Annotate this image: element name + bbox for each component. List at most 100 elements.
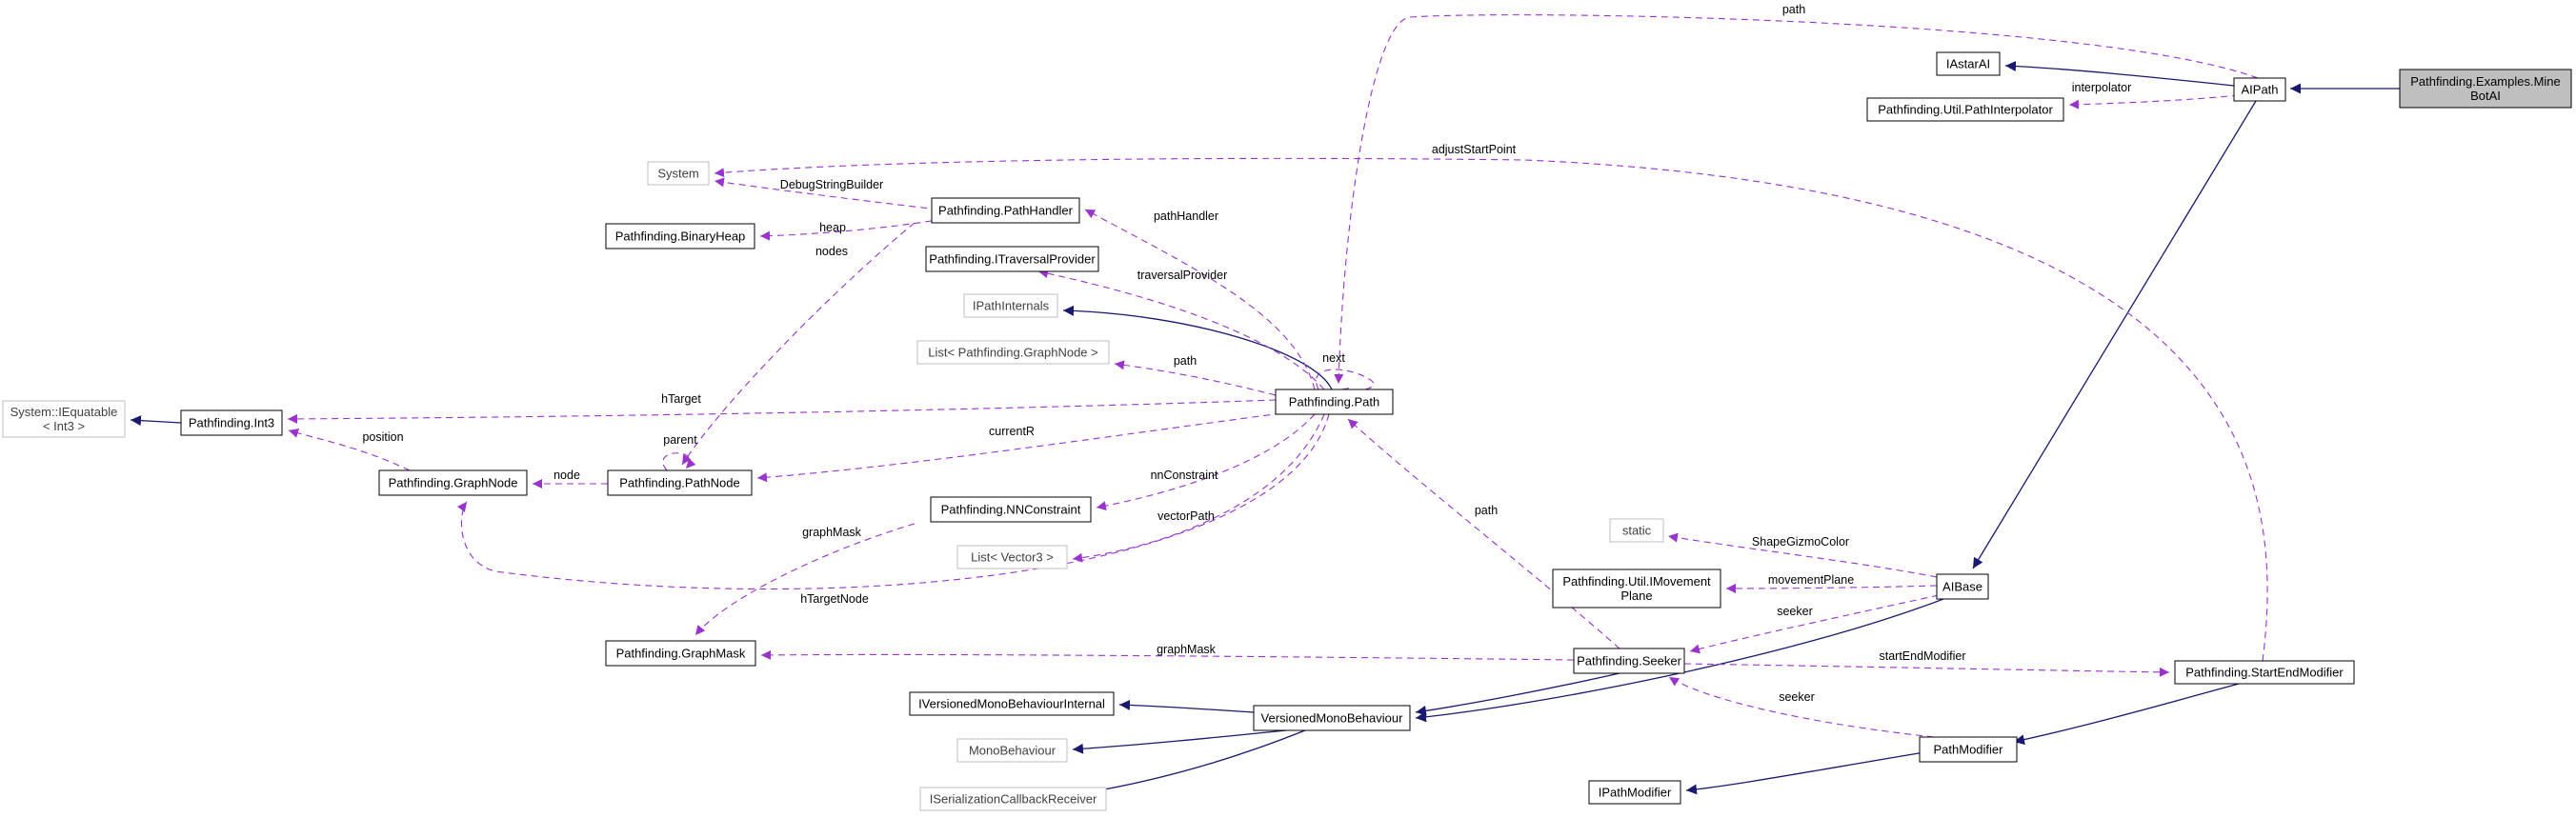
edge-label-path-nnconstraint: nnConstraint [1151,469,1218,482]
class-node-label: List< Vector3 > [971,550,1054,565]
edge-label-pathmodifier-seeker: seeker [1779,690,1815,704]
usage-edge-aibase-seeker [1689,594,1940,654]
class-node-label: Pathfinding.ITraversalProvider [929,252,1096,267]
edge-label-pathnode-graphnode: node [553,469,580,482]
usage-edge-path-pathhandler [1084,209,1316,390]
class-node-box [1253,705,1411,731]
class-node-box [605,223,755,249]
class-node-label: VersionedMonoBehaviour [1261,711,1404,726]
usage-edge-pathmodifier-seeker [1668,676,1935,738]
class-node-label: Pathfinding.StartEndModifier [2185,666,2344,680]
class-node-path[interactable]: Pathfinding.Path [1275,389,1394,415]
class-node-listgraphnode: List< Pathfinding.GraphNode > [916,340,1110,365]
class-node-aipath[interactable]: AIPath [2233,77,2286,102]
usage-edge-pathhandler-pathnode [681,222,916,466]
edge-label-startendmodifier-system: adjustStartPoint [1432,143,1517,156]
class-node-box [1275,389,1394,415]
class-node-pathhandler[interactable]: Pathfinding.PathHandler [931,197,1080,224]
class-node-label: IPathInternals [973,299,1050,313]
class-node-label: List< Pathfinding.GraphNode > [928,346,1098,360]
class-node-label: Pathfinding.BinaryHeap [615,229,746,244]
class-node-box [963,293,1058,318]
class-node-binaryheap[interactable]: Pathfinding.BinaryHeap [605,223,755,249]
usage-edge-aibase-imovementplane [1725,583,1938,593]
inheritance-edge-seeker-versionedmb [1415,672,1620,716]
class-node-graphmask[interactable]: Pathfinding.GraphMask [605,640,756,667]
class-node-box [2399,69,2572,109]
usage-edge-seeker-startendmodifier [1683,663,2170,677]
class-node-iscr: ISerializationCallbackReceiver [919,787,1107,811]
usage-edge-aipath-pathinterpolator [2068,94,2240,110]
class-node-graphnode[interactable]: Pathfinding.GraphNode [378,469,528,496]
class-node-label: Pathfinding.Int3 [189,416,274,430]
class-node-label: AIPath [2241,83,2278,97]
class-node-box [909,691,1115,716]
usage-edge-pathhandler-system [714,177,939,210]
class-node-ipathinternals: IPathInternals [963,293,1058,318]
class-node-box [1866,97,2064,122]
class-node-startendmodifier[interactable]: Pathfinding.StartEndModifier [2174,660,2355,685]
usage-edge-pathhandler-binaryheap [759,218,944,241]
class-node-box [916,340,1110,365]
class-node-seeker[interactable]: Pathfinding.Seeker [1573,648,1685,674]
usage-edge-path-listgraphnode [1114,360,1277,396]
inheritance-edge-pathmodifier-ipathmodifier [1685,751,1925,795]
class-node-iastarai[interactable]: IAstarAI [1936,51,2001,76]
class-node-itraversal[interactable]: Pathfinding.ITraversalProvider [925,246,1099,272]
class-node-pathinterpolator[interactable]: Pathfinding.Util.PathInterpolator [1866,97,2064,122]
edge-label-aibase-imovementplane: movementPlane [1768,573,1854,587]
inheritance-edge-path-ipathinternals [1062,305,1333,390]
class-node-box [378,469,528,496]
class-node-box [1936,51,2001,76]
usage-edge-aibase-static [1667,532,1938,578]
edge-label-aipath-pathinterpolator: interpolator [2072,81,2132,94]
usage-edge-aipath-path [1334,14,2259,385]
edge-label-aipath-path: path [1782,3,1805,16]
usage-edge-seeker-graphmask [760,649,1575,661]
edge-label-pathhandler-system: DebugStringBuilder [780,178,883,191]
class-node-label: Pathfinding.Util.PathInterpolator [1878,103,2053,117]
class-node-label: IAstarAI [1946,57,1990,71]
edge-label-pathhandler-binaryheap: heap [819,221,846,234]
class-node-ivmbinternal[interactable]: IVersionedMonoBehaviourInternal [909,691,1115,716]
class-node-pathnode[interactable]: Pathfinding.PathNode [607,469,753,496]
class-node-iequatable: System::IEquatable< Int3 > [2,400,126,438]
class-node-label: ISerializationCallbackReceiver [930,792,1097,807]
class-node-label: System::IEquatable< Int3 > [10,405,118,433]
usage-edge-seeker-path [1347,418,1620,649]
inheritance-edge-versionedmb-ivmbinternal [1118,699,1268,714]
class-node-label: Pathfinding.GraphMask [616,647,746,661]
class-node-label: Pathfinding.PathNode [619,476,739,490]
class-node-versionedmb[interactable]: VersionedMonoBehaviour [1253,705,1411,731]
class-node-pathmodifier[interactable]: PathModifier [1919,736,2018,763]
usage-edge-startendmodifier-system [714,157,2268,662]
class-node-static: static [1609,518,1664,543]
class-node-aibase[interactable]: AIBase [1936,573,1989,600]
usage-edge-path-listvector3 [1072,413,1325,563]
inheritance-edge-versionedmb-monobehaviour [1072,729,1287,754]
inheritance-edge-int3-iequatable [130,415,182,427]
inheritance-edge-versionedmb-iscr [1076,729,1306,798]
class-node-label: Pathfinding.Seeker [1577,654,1682,668]
class-node-ipathmodifier[interactable]: IPathModifier [1588,780,1681,805]
class-node-box [1919,736,2018,763]
class-node-box [180,409,283,436]
inheritance-edge-aipath-iastarai [2004,61,2235,87]
class-node-box [925,246,1099,272]
edge-label-path-listgraphnode: path [1174,354,1197,368]
class-node-box [1573,648,1685,674]
class-node-box [1588,780,1681,805]
class-node-system: System [647,161,710,186]
class-node-box [2,400,126,438]
class-node-box [931,197,1080,224]
class-node-int3[interactable]: Pathfinding.Int3 [180,409,283,436]
usage-edge-path-itraversal [1037,269,1325,390]
class-node-box [647,161,710,186]
class-node-nnconstraint[interactable]: Pathfinding.NNConstraint [930,496,1092,523]
edge-label-pathhandler-pathnode: nodes [815,245,848,258]
edge-label-nnconstraint-graphmask: graphMask [802,526,862,539]
edge-label-path-path: next [1322,351,1345,365]
class-node-label: IPathModifier [1599,786,1672,800]
